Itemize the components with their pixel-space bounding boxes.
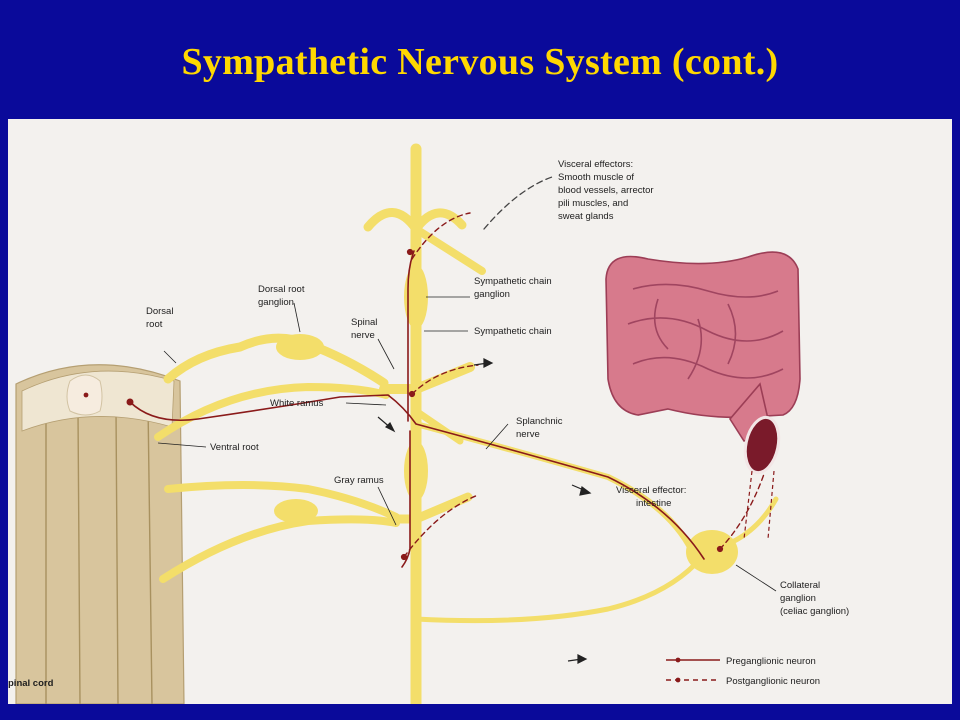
label-visceral-effector-intestine: Visceral effector: intestine bbox=[616, 485, 689, 509]
slide-title: Sympathetic Nervous System (cont.) bbox=[181, 41, 779, 83]
label-spinal-nerve: Spinal nerve bbox=[351, 317, 380, 341]
nerve-network bbox=[154, 143, 779, 704]
legend-postganglionic-label: Postganglionic neuron bbox=[726, 676, 820, 687]
label-sympathetic-chain: Sympathetic chain bbox=[474, 326, 552, 337]
label-gray-ramus: Gray ramus bbox=[334, 475, 384, 486]
label-ventral-root: Ventral root bbox=[210, 442, 259, 453]
label-white-ramus: White ramus bbox=[270, 398, 324, 409]
nervous-system-figure: Visceral effectors: Smooth muscle of blo… bbox=[8, 119, 952, 704]
label-leader-lines bbox=[157, 296, 777, 592]
neuron-paths bbox=[126, 176, 765, 568]
label-sympathetic-chain-ganglion: Sympathetic chain ganglion bbox=[474, 276, 554, 300]
label-splanchnic-nerve: Splanchnic nerve bbox=[516, 416, 565, 440]
diagram-svg: Visceral effectors: Smooth muscle of blo… bbox=[8, 143, 849, 704]
legend-postganglionic-dot bbox=[675, 677, 681, 683]
legend-preganglionic-label: Preganglionic neuron bbox=[726, 656, 816, 667]
label-spinal-cord: pinal cord bbox=[8, 678, 54, 689]
label-visceral-effectors: Visceral effectors: Smooth muscle of blo… bbox=[558, 159, 656, 222]
legend: Preganglionic neuron Postganglionic neur… bbox=[666, 656, 820, 687]
spinal-cord bbox=[15, 364, 185, 704]
label-collateral-ganglion: Collateral ganglion (celiac ganglion) bbox=[780, 580, 849, 617]
label-dorsal-root-ganglion: Dorsal root ganglion bbox=[258, 284, 307, 308]
legend-preganglionic-dot bbox=[675, 657, 681, 663]
intestine-illustration bbox=[605, 251, 801, 540]
label-dorsal-root: Dorsal root bbox=[146, 306, 176, 330]
direction-arrows bbox=[377, 358, 592, 664]
